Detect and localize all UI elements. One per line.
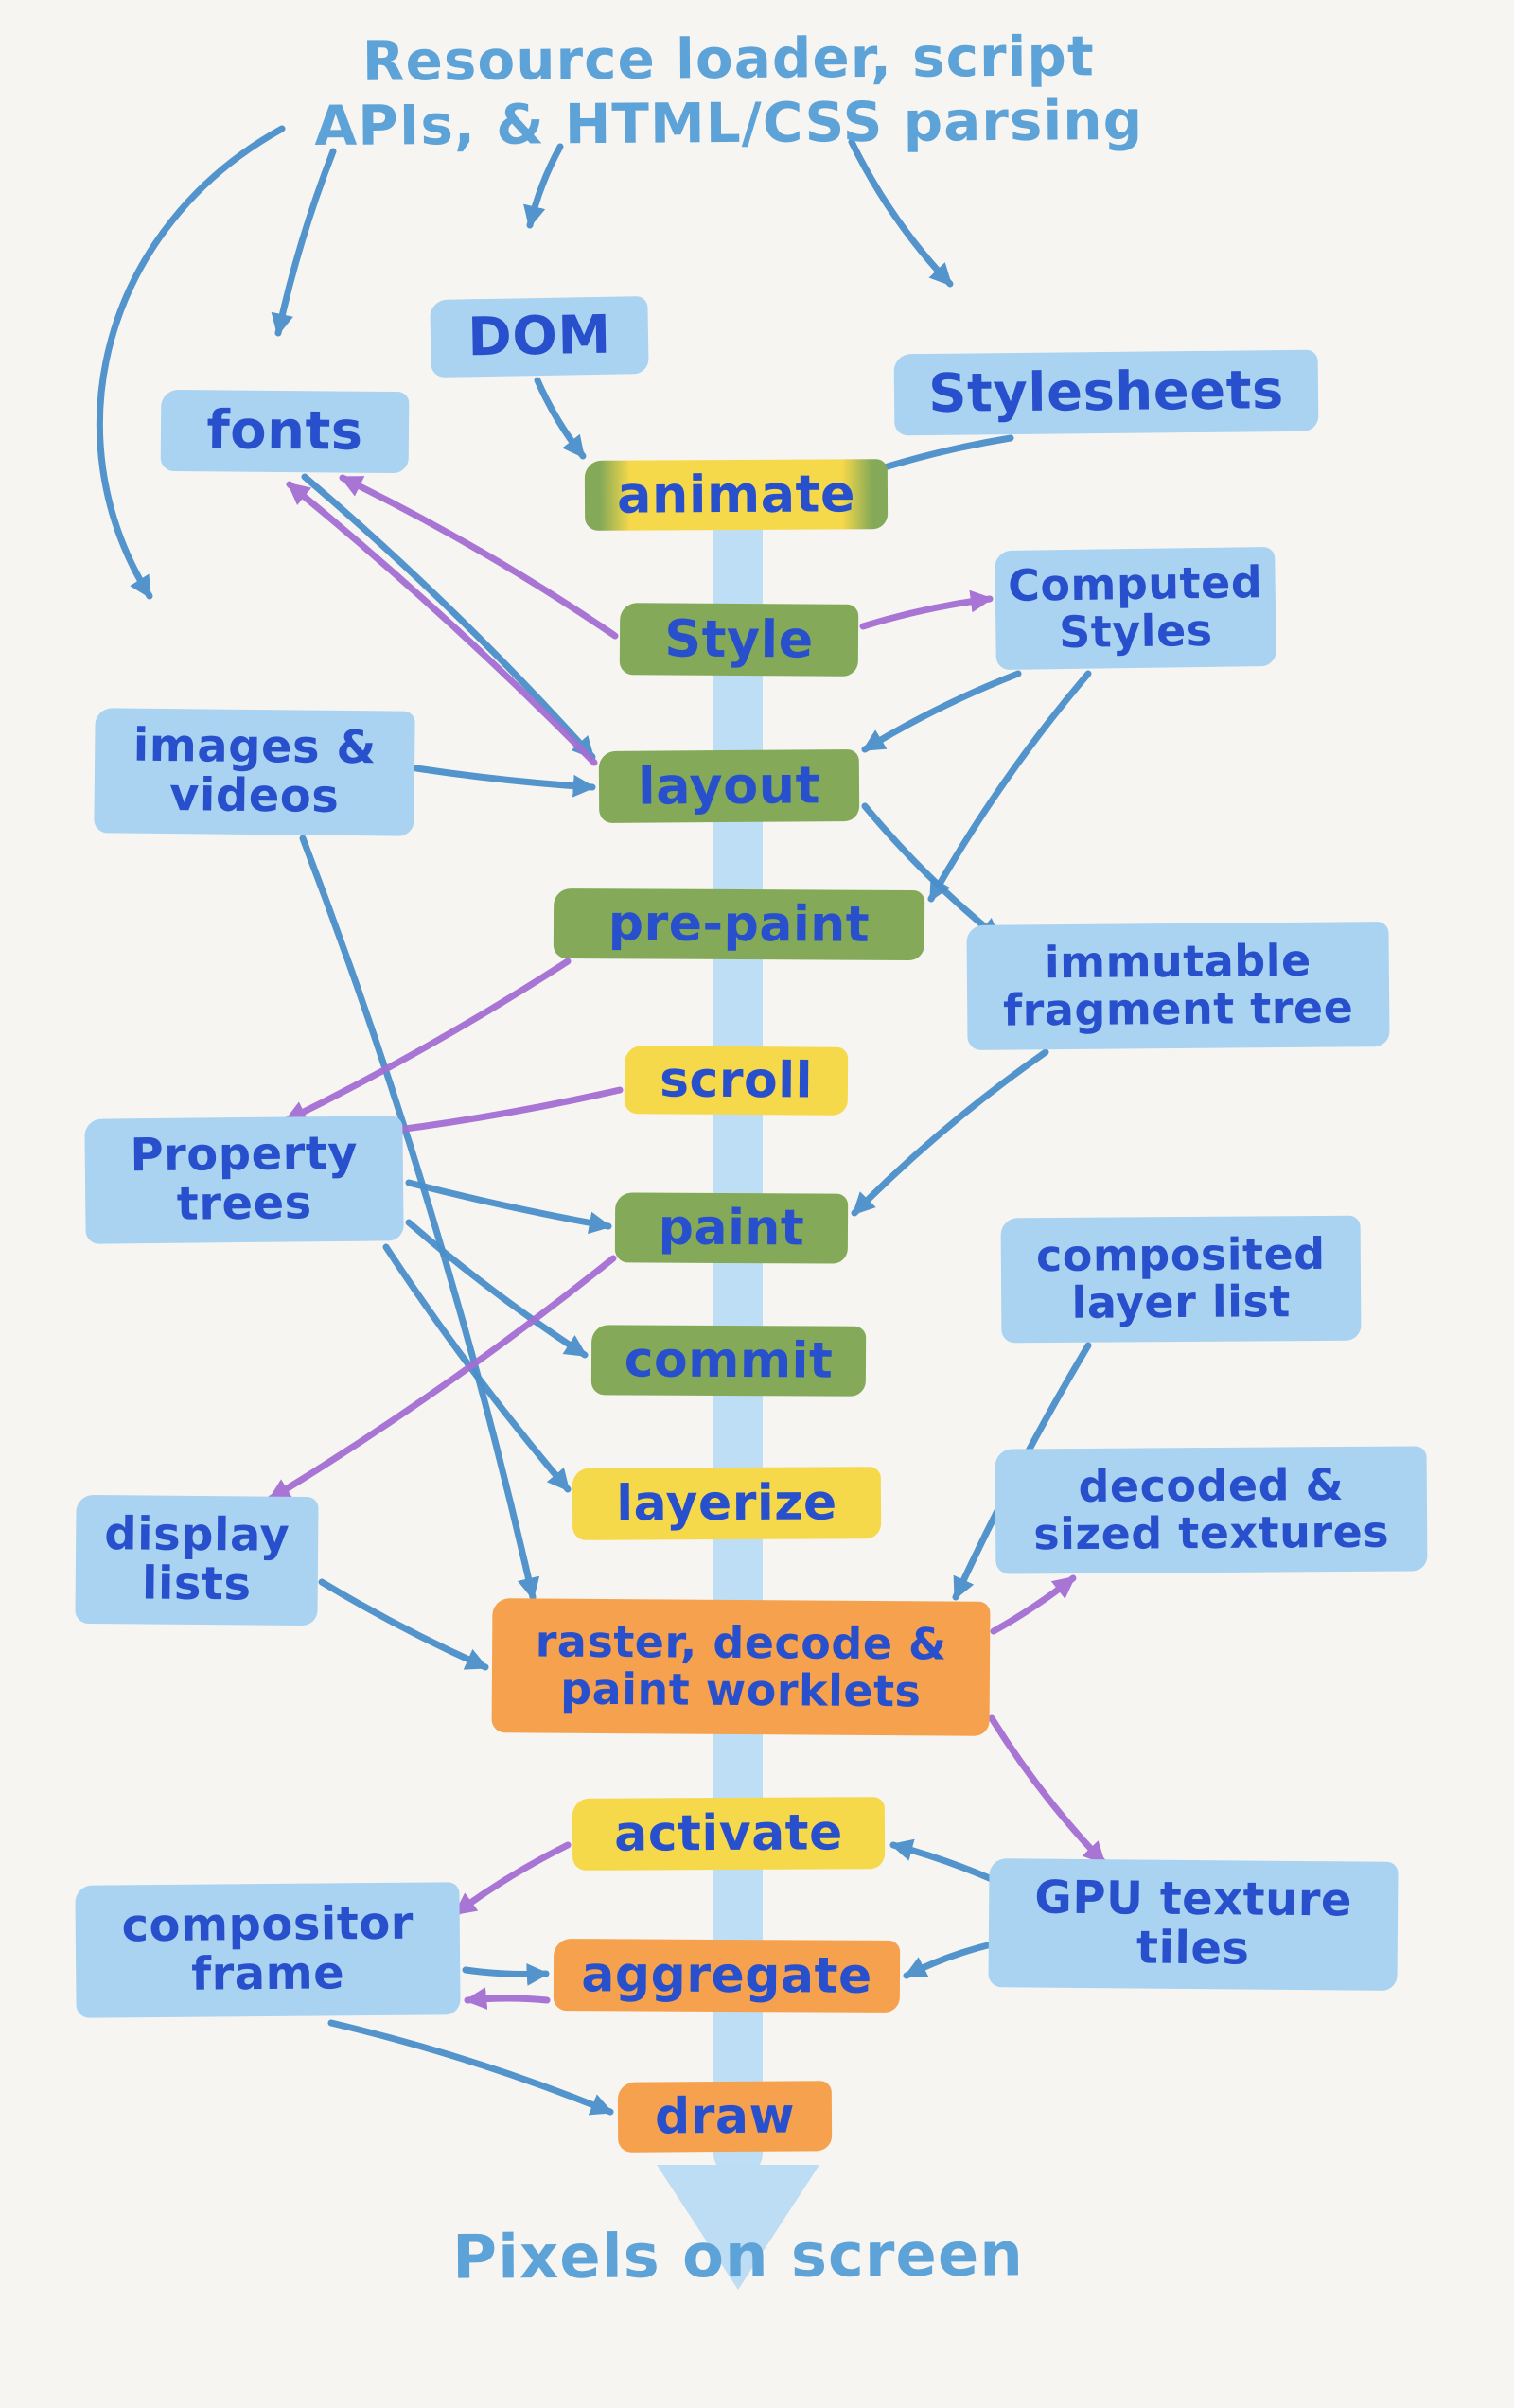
node-layout-label: layout	[637, 755, 821, 817]
node-property-trees-label: Property trees	[130, 1126, 359, 1231]
node-compositor-frame: compositor frame	[75, 1882, 461, 2018]
arrow-loader-to-fonts	[271, 148, 337, 337]
node-gpu-texture-tiles: GPU texture tiles	[988, 1858, 1399, 1991]
diagram-title: Resource loader, script APIs, & HTML/CSS…	[314, 24, 1144, 159]
node-raster-decode-paint-worklets-label: raster, decode & paint worklets	[535, 1615, 947, 1717]
arrow-raster-to-decoded-textures	[990, 1574, 1077, 1635]
node-aggregate-label: aggregate	[581, 1946, 872, 2005]
node-dom-label: DOM	[467, 304, 612, 369]
node-aggregate: aggregate	[553, 1939, 901, 2013]
node-decoded-sized-textures-label: decoded & sized textures	[1033, 1459, 1390, 1560]
node-activate-label: activate	[613, 1804, 844, 1863]
node-dom: DOM	[430, 295, 649, 378]
arrow-computed-styles-to-layout	[861, 670, 1022, 753]
node-paint-label: paint	[658, 1199, 805, 1257]
arrow-loader-to-stylesheets	[848, 138, 954, 288]
node-animate: animate	[584, 459, 889, 531]
node-paint: paint	[614, 1192, 849, 1264]
arrow-layout-to-fragment-tree	[861, 802, 1003, 942]
arrow-aggregate-to-compositor-frame	[464, 1987, 551, 2010]
arrow-style-to-computed-styles	[859, 589, 994, 630]
node-fonts-label: fonts	[206, 399, 363, 463]
arrow-layout-to-fonts	[286, 481, 598, 766]
node-composited-layer-list: composited layer list	[1000, 1215, 1362, 1344]
arrow-style-to-fonts	[339, 474, 619, 640]
node-layerize: layerize	[572, 1467, 882, 1540]
node-stylesheets: Stylesheets	[893, 349, 1319, 436]
arrow-gpu-tiles-to-aggregate	[903, 1940, 999, 1979]
node-raster-decode-paint-worklets: raster, decode & paint worklets	[491, 1598, 991, 1736]
arrow-paint-to-display-lists	[267, 1255, 617, 1503]
node-images-videos: images & videos	[94, 708, 415, 836]
node-property-trees: Property trees	[84, 1116, 404, 1244]
node-display-lists: display lists	[75, 1494, 319, 1626]
node-pre-paint-label: pre-paint	[607, 895, 871, 954]
node-layerize-label: layerize	[616, 1474, 837, 1533]
arrow-property-trees-to-commit	[405, 1219, 589, 1359]
arrow-fonts-to-layout	[301, 473, 596, 761]
arrow-dom-to-animate	[534, 377, 587, 460]
node-composited-layer-list-label: composited layer list	[1035, 1228, 1326, 1328]
pipeline-spine-arrowhead-icon	[657, 2165, 819, 2290]
node-scroll: scroll	[624, 1046, 849, 1116]
node-fonts: fonts	[160, 389, 410, 474]
node-commit: commit	[590, 1325, 867, 1397]
arrow-pre-paint-to-property-trees	[283, 958, 572, 1124]
node-activate: activate	[572, 1797, 886, 1871]
node-immutable-fragment-tree: immutable fragment tree	[966, 922, 1390, 1050]
arrow-images-videos-to-layout	[413, 765, 596, 798]
arrow-loader-to-dom	[523, 143, 564, 229]
arrow-fragment-tree-to-paint	[851, 1048, 1049, 1217]
node-images-videos-label: images & videos	[132, 718, 378, 823]
node-layout: layout	[598, 749, 860, 823]
node-style-label: Style	[664, 608, 814, 670]
arrow-loader-to-images-videos	[96, 125, 286, 600]
arrow-compositor-frame-to-aggregate	[462, 1963, 550, 1986]
node-stylesheets-label: Stylesheets	[927, 359, 1285, 425]
node-immutable-fragment-tree-label: immutable fragment tree	[1002, 935, 1354, 1036]
node-compositor-frame-label: compositor frame	[121, 1896, 414, 2001]
node-draw: draw	[617, 2081, 833, 2153]
node-scroll-label: scroll	[659, 1051, 814, 1110]
node-computed-styles: Computed Styles	[995, 546, 1276, 671]
node-animate-label: animate	[616, 464, 856, 525]
node-decoded-sized-textures: decoded & sized textures	[995, 1446, 1428, 1574]
node-style: Style	[619, 603, 859, 677]
pixels-on-screen-label: Pixels on screen	[451, 2220, 1025, 2294]
node-display-lists-label: display lists	[104, 1507, 290, 1611]
arrow-activate-to-compositor-frame	[452, 1841, 572, 1917]
arrow-display-lists-to-raster	[318, 1578, 489, 1671]
arrow-compositor-frame-to-draw	[327, 2019, 614, 2116]
arrow-raster-to-gpu-tiles	[988, 1714, 1107, 1866]
node-pre-paint: pre-paint	[553, 888, 925, 961]
arrow-images-videos-to-raster	[299, 835, 540, 1601]
node-commit-label: commit	[624, 1331, 834, 1390]
node-draw-label: draw	[654, 2087, 796, 2146]
arrow-property-trees-to-paint	[405, 1179, 612, 1235]
node-computed-styles-label: Computed Styles	[1007, 556, 1263, 659]
node-gpu-texture-tiles-label: GPU texture tiles	[1034, 1871, 1353, 1976]
arrow-computed-styles-to-pre-paint	[927, 670, 1092, 903]
